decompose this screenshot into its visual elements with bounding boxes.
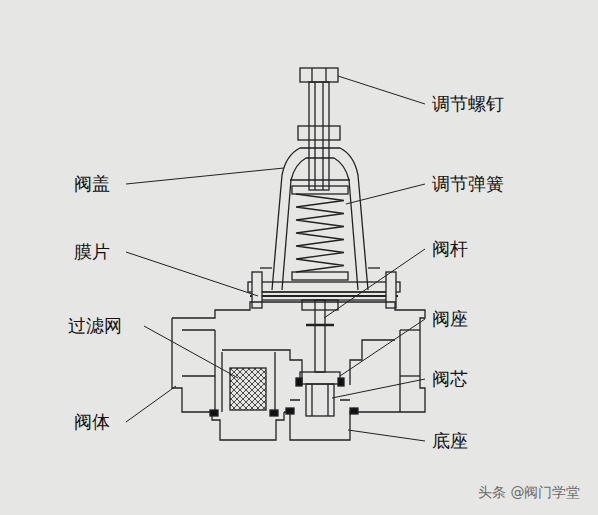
part-label: 阀盖 <box>74 173 110 195</box>
part-label: 阀体 <box>74 411 110 433</box>
part-label: 阀杆 <box>432 238 468 260</box>
part-label: 底座 <box>432 430 468 452</box>
part-label: 调节弹簧 <box>432 173 504 195</box>
part-label: 过滤网 <box>68 315 122 337</box>
watermark: 头条 @阀门学堂 <box>478 484 580 501</box>
part-label: 调节螺钉 <box>432 93 504 115</box>
valve-drawing <box>172 68 425 440</box>
part-label: 阀座 <box>432 308 468 330</box>
leader-lines <box>126 76 425 441</box>
part-label: 膜片 <box>74 241 110 263</box>
part-label: 阀芯 <box>432 368 468 390</box>
spring-coil <box>296 194 344 272</box>
